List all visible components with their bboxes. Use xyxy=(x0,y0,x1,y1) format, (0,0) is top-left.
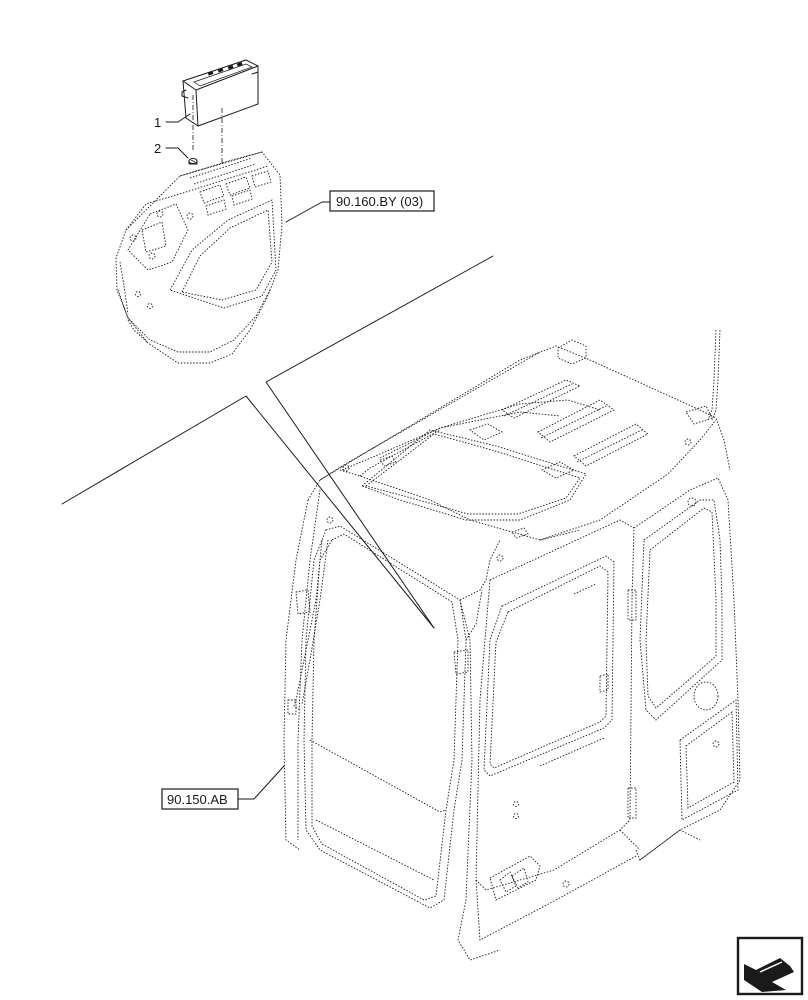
reference-lower[interactable]: 90.150.AB xyxy=(161,765,285,810)
callout-leader-1 xyxy=(165,113,191,123)
reference-upper[interactable]: 90.160.BY (03) xyxy=(285,190,435,223)
reference-lower-label: 90.150.AB xyxy=(167,792,228,807)
callout-2: 2 xyxy=(154,141,161,156)
callout-1: 1 xyxy=(154,115,161,130)
callout-leader-2 xyxy=(165,147,189,159)
leader-line-right xyxy=(265,255,494,629)
control-module xyxy=(181,59,259,127)
cab xyxy=(283,329,741,961)
screw xyxy=(188,158,198,165)
arrow-icon[interactable] xyxy=(736,936,804,996)
leader-line-left xyxy=(61,395,435,629)
console-housing xyxy=(115,151,283,364)
reference-upper-label: 90.160.BY (03) xyxy=(336,194,423,209)
